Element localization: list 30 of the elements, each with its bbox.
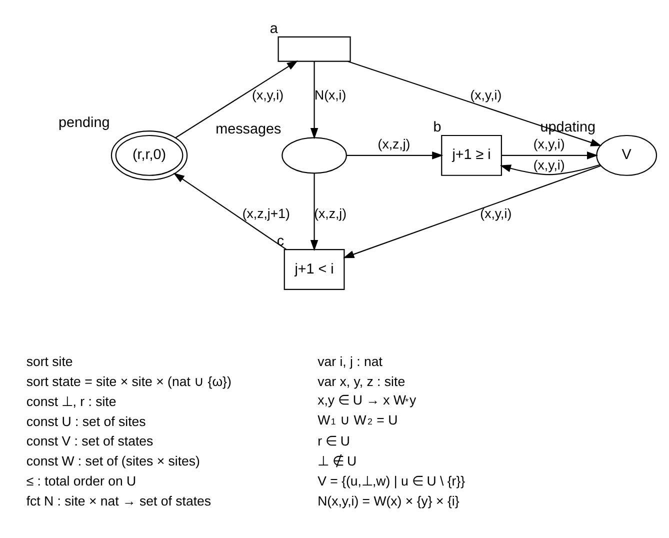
label: const U : set of sites	[26, 413, 146, 428]
edge-label: N(x,i)	[314, 87, 346, 102]
node-label: pending	[58, 114, 110, 131]
label: x,y ∈ U → x W*y	[318, 392, 416, 408]
node-label: messages	[216, 121, 282, 138]
label: var i, j : nat	[318, 353, 382, 368]
node-label: updating	[540, 119, 596, 136]
edge-label: (x,y,i)	[533, 136, 565, 151]
edge-label: (x,z,j+1)	[242, 206, 290, 221]
label: const ⊥, r : site	[26, 393, 116, 408]
edge-label: (x,y,i)	[533, 156, 565, 172]
label: V = {(u,⊥,w) | u ∈ U \ {r}}	[318, 473, 466, 488]
label: N(x,y,i) = W(x) × {y} × {i}	[318, 493, 460, 508]
edge-label: (x,y,i)	[252, 87, 284, 102]
label: const V : set of states	[26, 433, 154, 448]
edge-label: (x,z,j)	[314, 206, 347, 221]
label: var x, y, z : site	[318, 373, 406, 388]
label: sort site	[26, 353, 73, 368]
label: W1 ∪ W2 = U	[318, 412, 398, 428]
node-label: a	[270, 20, 278, 36]
edge-label: (x,y,i)	[470, 87, 502, 102]
node-label: b	[433, 119, 442, 136]
label: ≤ : total order on U	[26, 473, 136, 488]
label: sort state = site × site × (nat ∪ {ω})	[26, 373, 232, 388]
edge-label: (x,z,j)	[378, 136, 410, 151]
label: r ∈ U	[318, 433, 350, 448]
edge-label: (x,y,i)	[480, 206, 512, 221]
label: fct N : site × nat → set of states	[26, 493, 212, 508]
label: const W : set of (sites × sites)	[26, 453, 200, 468]
label: ⊥ ∉ U	[318, 453, 357, 468]
